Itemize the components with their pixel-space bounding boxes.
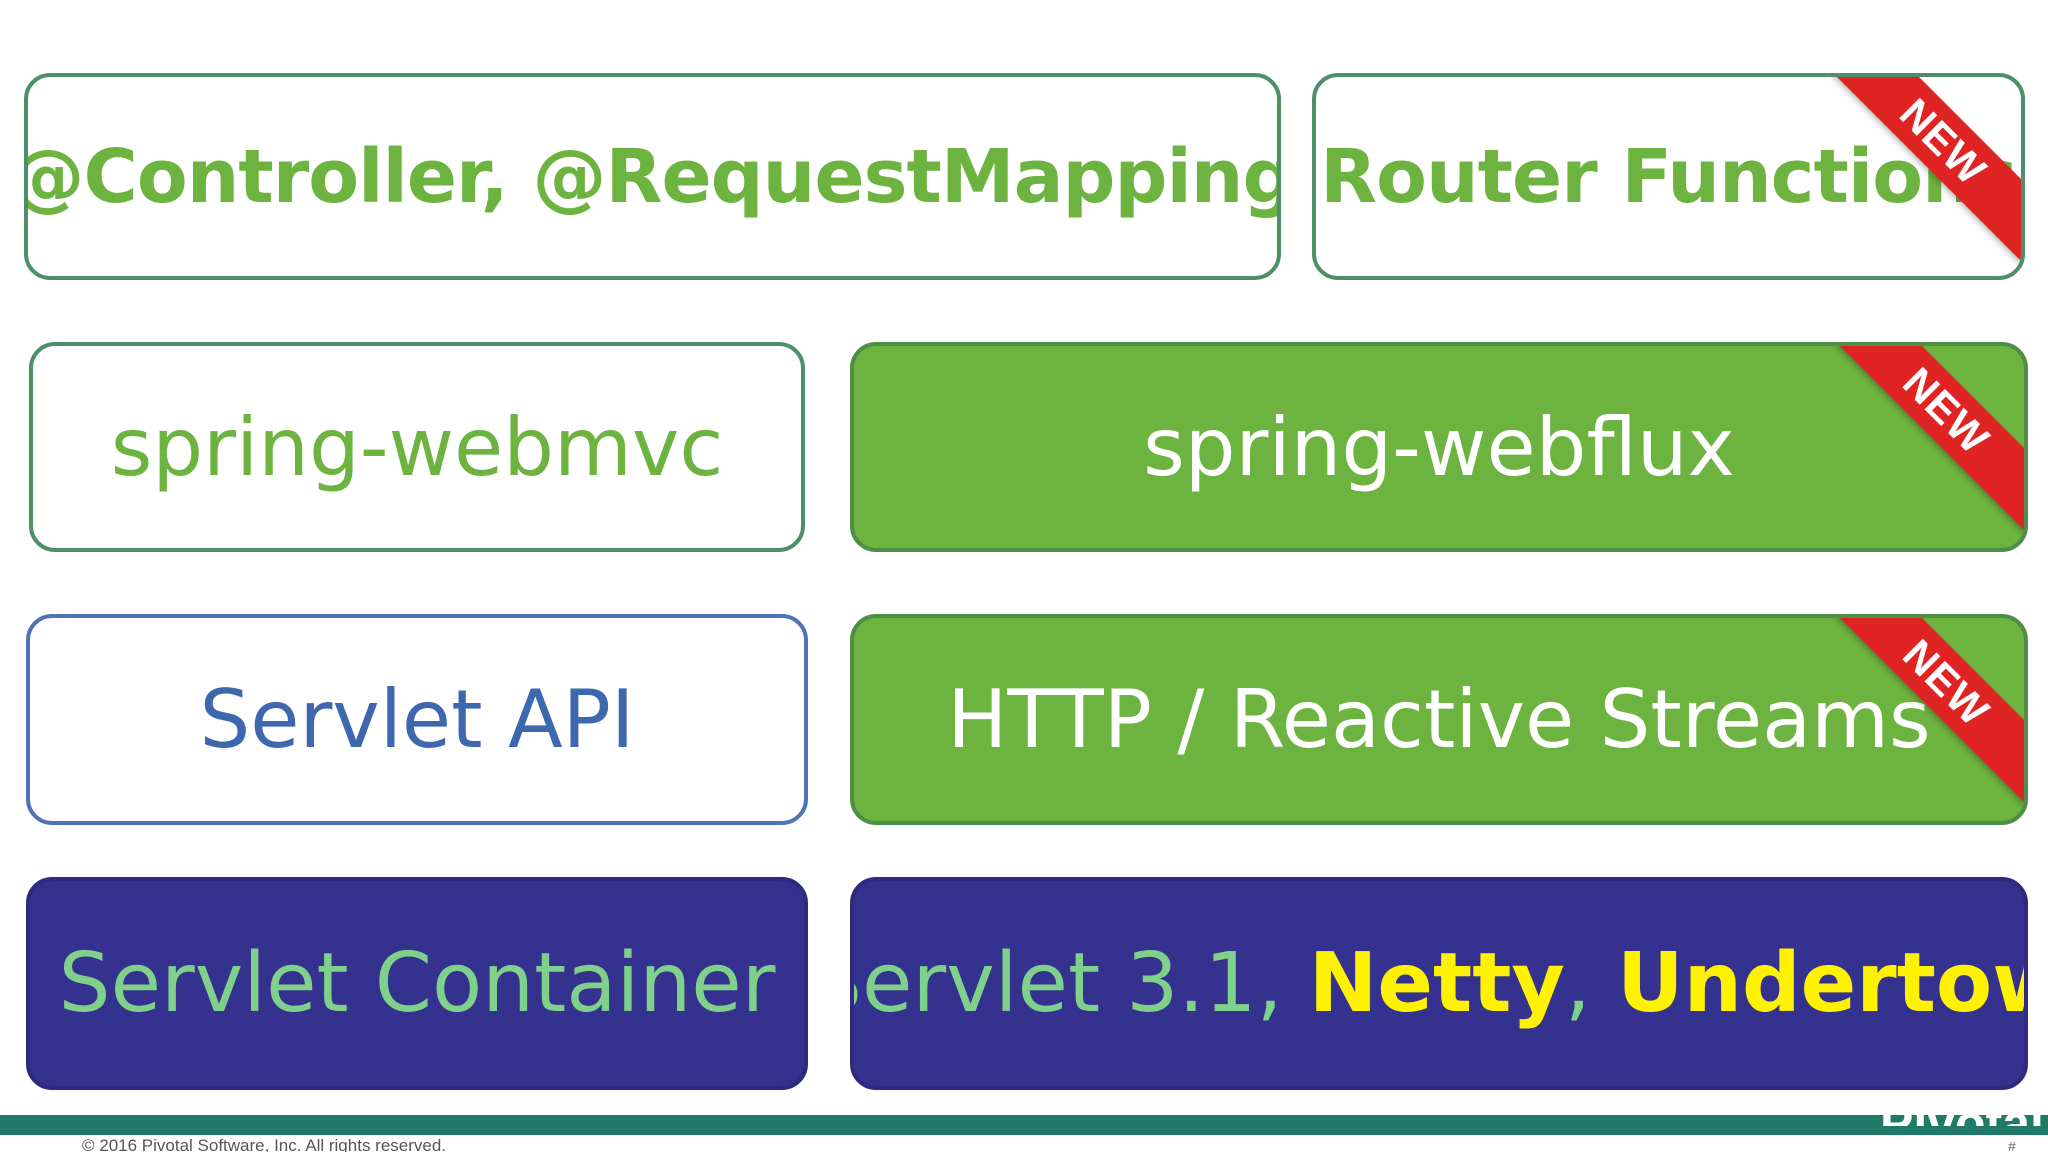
- slide-number: #: [2008, 1138, 2016, 1152]
- pivotal-logo: Pivotal: [1880, 1098, 2044, 1126]
- spring-webmvc-box: spring-webmvc: [29, 342, 805, 552]
- runtimes-label: Servlet 3.1, Netty, Undertow: [850, 936, 2028, 1031]
- runtime-netty: Netty: [1308, 936, 1565, 1031]
- servlet-api-box: Servlet API: [26, 614, 808, 825]
- new-ribbon: NEW: [1824, 346, 2024, 546]
- servlet-container-box: Servlet Container: [26, 877, 808, 1090]
- reactive-streams-label: HTTP / Reactive Streams: [947, 673, 1931, 766]
- servlet-api-label: Servlet API: [199, 673, 635, 766]
- copyright-notice: © 2016 Pivotal Software, Inc. All rights…: [82, 1136, 447, 1152]
- footer-bar: [0, 1115, 2048, 1135]
- new-badge-text: NEW: [1894, 358, 1999, 463]
- runtimes-box: Servlet 3.1, Netty, Undertow: [850, 877, 2028, 1090]
- runtime-undertow: Undertow: [1617, 936, 2028, 1031]
- runtime-servlet: Servlet 3.1,: [850, 936, 1283, 1031]
- spring-webflux-label: spring-webflux: [1143, 400, 1735, 494]
- servlet-container-label: Servlet Container: [58, 936, 776, 1031]
- spring-webflux-box: spring-webflux NEW: [850, 342, 2028, 552]
- router-functions-label: Router Functions: [1320, 133, 2018, 220]
- router-functions-box: Router Functions NEW: [1312, 73, 2025, 280]
- runtime-separator: ,: [1564, 936, 1591, 1031]
- reactive-streams-box: HTTP / Reactive Streams NEW: [850, 614, 2028, 825]
- controller-label: @Controller, @RequestMapping: [24, 133, 1281, 220]
- controller-box: @Controller, @RequestMapping: [24, 73, 1281, 280]
- spring-webmvc-label: spring-webmvc: [110, 400, 724, 494]
